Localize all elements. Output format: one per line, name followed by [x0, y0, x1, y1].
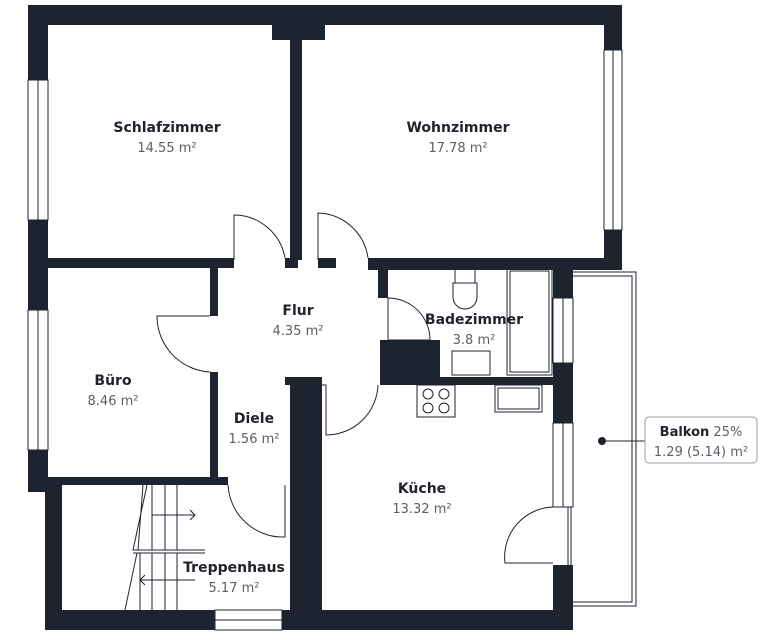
room-area: 8.46 m² — [88, 394, 139, 409]
room-diele: Diele 1.56 m² — [229, 411, 280, 447]
walls — [28, 5, 622, 630]
balcony-label: Balkon 25% 1.29 (5.14) m² — [644, 416, 758, 464]
room-area: 13.32 m² — [392, 502, 451, 517]
balcony-percent: 25% — [713, 425, 742, 440]
room-buero: Büro 8.46 m² — [88, 373, 139, 409]
room-badezimmer: Badezimmer 3.8 m² — [425, 312, 523, 348]
room-name: Flur — [282, 303, 313, 319]
room-area: 17.78 m² — [428, 141, 487, 156]
svg-text:Balkon 25%: Balkon 25% — [660, 425, 743, 440]
stairs — [124, 484, 205, 611]
windows — [27, 49, 623, 631]
room-kueche: Küche 13.32 m² — [392, 481, 451, 517]
bathroom-fixtures — [451, 267, 553, 376]
balcony-marker — [598, 437, 645, 445]
room-area: 5.17 m² — [209, 581, 260, 596]
doors — [156, 212, 554, 564]
room-schlafzimmer: Schlafzimmer 14.55 m² — [113, 120, 220, 156]
room-wohnzimmer: Wohnzimmer 17.78 m² — [406, 120, 509, 156]
room-name: Badezimmer — [425, 312, 523, 328]
room-name: Küche — [398, 481, 446, 497]
balcony-area: 1.29 (5.14) m² — [654, 445, 748, 460]
room-flur: Flur 4.35 m² — [273, 303, 324, 339]
room-name: Diele — [234, 411, 274, 427]
room-area: 14.55 m² — [137, 141, 196, 156]
balcony-name: Balkon — [660, 425, 710, 440]
kitchen-fixtures — [416, 384, 543, 418]
room-name: Schlafzimmer — [113, 120, 220, 136]
room-name: Treppenhaus — [183, 560, 285, 576]
room-area: 3.8 m² — [453, 333, 496, 348]
room-area: 1.56 m² — [229, 432, 280, 447]
room-treppenhaus: Treppenhaus 5.17 m² — [183, 560, 285, 596]
room-name: Büro — [94, 373, 132, 389]
room-name: Wohnzimmer — [406, 120, 509, 136]
room-area: 4.35 m² — [273, 324, 324, 339]
